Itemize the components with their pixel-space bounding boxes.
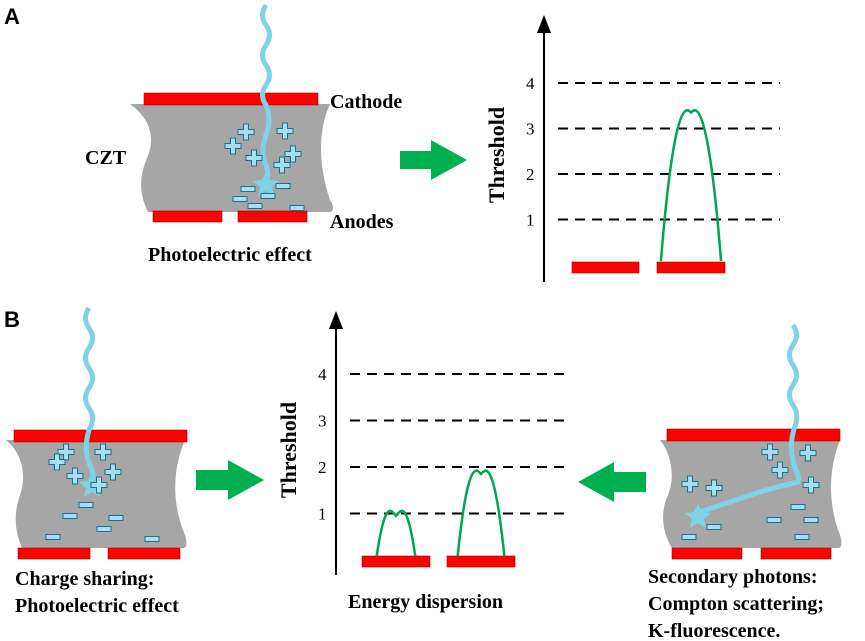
panel-b-threshold-lines: 1 2 3 4 bbox=[318, 365, 566, 524]
panel-a-y-axis-arrowhead bbox=[537, 15, 551, 33]
panel-b-tick-label-1: 1 bbox=[318, 505, 327, 524]
panel-b-left-anode-1 bbox=[17, 547, 91, 560]
left-caption-line1: Charge sharing: bbox=[15, 568, 154, 590]
panel-a-cathode bbox=[143, 92, 319, 106]
panel-a-czt-crystal bbox=[130, 104, 334, 212]
cathode-label: Cathode bbox=[330, 91, 402, 113]
panel-b-chart-anode-left bbox=[361, 555, 431, 568]
panel-a-chart: Threshold 1 2 3 4 bbox=[484, 15, 780, 282]
panel-a-anode-left bbox=[152, 210, 223, 223]
panel-a-interaction-star bbox=[253, 172, 279, 196]
anodes-label: Anodes bbox=[330, 211, 394, 233]
czt-label: CZT bbox=[85, 147, 127, 169]
panel-b-pulse-1 bbox=[375, 509, 417, 557]
panel-b-left-green-arrow bbox=[196, 460, 264, 500]
panel-b-right-photon bbox=[699, 323, 802, 515]
right-caption-line1: Secondary photons: bbox=[648, 566, 817, 588]
panel-a-chart-anode-right bbox=[656, 261, 726, 274]
panel-b-tick-label-2: 2 bbox=[318, 458, 327, 477]
panel-a-caption: Photoelectric effect bbox=[148, 244, 312, 266]
panel-b-pulses bbox=[375, 469, 506, 557]
panel-a-anode-right bbox=[237, 210, 308, 223]
panel-b-left-anode-2 bbox=[107, 547, 181, 560]
right-caption-line3: K-fluorescence. bbox=[648, 620, 780, 641]
panel-b-right-detector bbox=[660, 323, 842, 560]
panel-b-y-axis-label: Threshold bbox=[276, 402, 301, 498]
panel-b-chart: Threshold 1 2 3 4 bbox=[276, 311, 566, 575]
panel-b-pulse-2 bbox=[456, 469, 506, 557]
left-caption-line2: Photoelectric effect bbox=[15, 595, 179, 617]
panel-a-chart-anode-left bbox=[571, 261, 640, 274]
panel-b-tick-label-3: 3 bbox=[318, 412, 327, 431]
panel-a-green-arrow bbox=[400, 140, 467, 180]
panel-a-tick-label-3: 3 bbox=[526, 120, 535, 139]
panel-b-chart-anode-right bbox=[446, 555, 516, 568]
panel-b-right-interaction-star bbox=[685, 504, 711, 528]
panel-a-detector bbox=[130, 3, 334, 223]
panel-a-pulses bbox=[659, 109, 723, 262]
panel-a-photon bbox=[260, 3, 272, 186]
panel-b-right-anode-2 bbox=[760, 547, 832, 560]
right-caption-line2: Compton scattering; bbox=[648, 593, 824, 615]
panel-b-right-cathode bbox=[666, 428, 841, 442]
panel-b-left-photon bbox=[83, 306, 96, 484]
panel-b-right-green-arrow bbox=[578, 462, 646, 502]
panel-b-y-axis-arrowhead bbox=[329, 311, 343, 329]
panel-b-left-detector bbox=[6, 306, 188, 560]
panel-b-letter: B bbox=[4, 307, 20, 332]
center-caption: Energy dispersion bbox=[348, 591, 503, 613]
panel-a-threshold-lines: 1 2 3 4 bbox=[526, 74, 780, 230]
panel-a-tick-label-2: 2 bbox=[526, 165, 535, 184]
panel-b-tick-label-4: 4 bbox=[318, 365, 327, 384]
panel-a-letter: A bbox=[4, 4, 20, 29]
panel-b-right-anode-1 bbox=[671, 547, 743, 560]
panel-a-tick-label-4: 4 bbox=[526, 74, 535, 93]
panel-a-pulse-1 bbox=[659, 109, 723, 262]
panel-b-left-cathode bbox=[13, 429, 188, 443]
panel-a-y-axis-label: Threshold bbox=[484, 107, 509, 203]
panel-a-tick-label-1: 1 bbox=[526, 211, 535, 230]
